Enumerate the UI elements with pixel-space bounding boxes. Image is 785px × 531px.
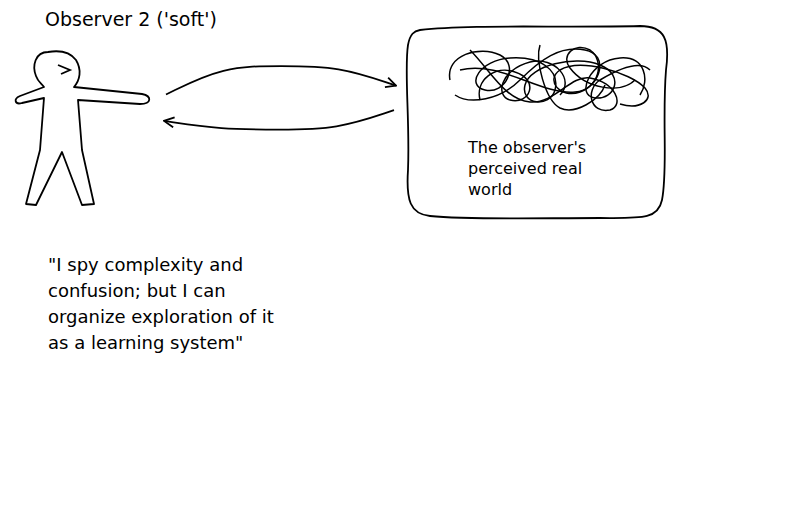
perceived-world: The observer's perceived real world: [400, 20, 675, 225]
world-outline: [407, 26, 668, 219]
node-shape: [400, 20, 675, 225]
observer-figure: Observer 2 ('soft'): [15, 5, 255, 210]
figure-eye: [58, 65, 70, 74]
tangle-scribble: [539, 45, 605, 110]
region-label: The observer's perceived real world: [468, 138, 618, 200]
feedback-arrow: [164, 110, 394, 129]
quote-note: "I spy complexity and confusion; but I c…: [48, 252, 293, 356]
figure-heading: Observer 2 ('soft'): [45, 7, 217, 32]
tangle-scribble: [460, 48, 635, 93]
tangle-scribble: [455, 49, 648, 106]
tangle-scribble: [470, 50, 650, 110]
stick-figure: [16, 51, 150, 205]
feedback-arrow: [166, 66, 396, 94]
node-shape: [15, 45, 160, 210]
tangle-scribble: [479, 61, 565, 101]
